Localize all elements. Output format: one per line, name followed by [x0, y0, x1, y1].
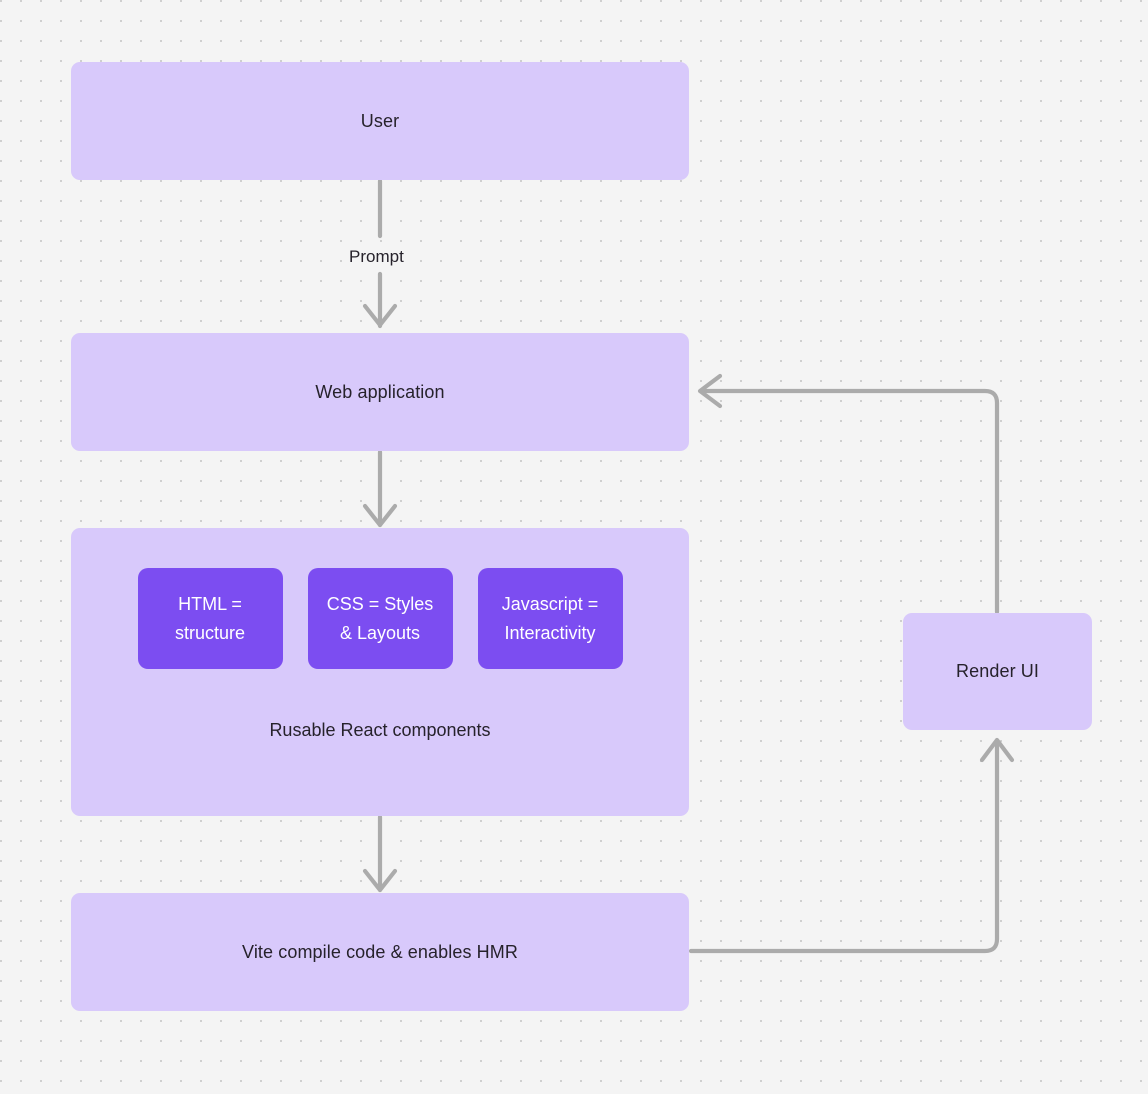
node-user[interactable]: User: [71, 62, 689, 180]
chip-css[interactable]: CSS = Styles & Layouts: [307, 568, 453, 669]
chip-javascript-line2: Interactivity: [504, 622, 596, 643]
chip-css-label: CSS = Styles & Layouts: [327, 590, 434, 648]
node-render-ui-label: Render UI: [956, 661, 1039, 682]
node-web-application[interactable]: Web application: [71, 333, 689, 451]
chip-html[interactable]: HTML = structure: [137, 568, 283, 669]
node-vite-label: Vite compile code & enables HMR: [242, 941, 518, 962]
chip-row: HTML = structure CSS = Styles & Layouts Ja…: [71, 568, 689, 669]
node-web-application-label: Web application: [315, 381, 445, 402]
node-vite[interactable]: Vite compile code & enables HMR: [71, 893, 689, 1011]
chip-javascript-line1: Javascript =: [501, 593, 599, 614]
chip-css-line1: CSS = Styles: [326, 593, 434, 614]
chip-javascript-label: Javascript = Interactivity: [502, 590, 599, 648]
chip-javascript[interactable]: Javascript = Interactivity: [477, 568, 623, 669]
edge-vite-to-render: [688, 737, 1015, 954]
chip-html-line2: structure: [174, 622, 246, 643]
chip-css-line2: & Layouts: [339, 622, 421, 643]
node-react-components-group[interactable]: HTML = structure CSS = Styles & Layouts Ja…: [71, 528, 689, 816]
edge-render-to-webapp: [697, 373, 1000, 615]
node-render-ui[interactable]: Render UI: [903, 613, 1092, 730]
edge-label-prompt: Prompt: [344, 246, 409, 268]
edge-group-to-vite: [362, 814, 398, 893]
node-react-components-caption: Rusable React components: [269, 720, 491, 740]
chip-html-line1: HTML =: [178, 593, 242, 614]
node-user-label: User: [360, 110, 400, 131]
edge-webapp-to-group: [362, 449, 398, 528]
chip-html-label: HTML = structure: [175, 590, 245, 648]
